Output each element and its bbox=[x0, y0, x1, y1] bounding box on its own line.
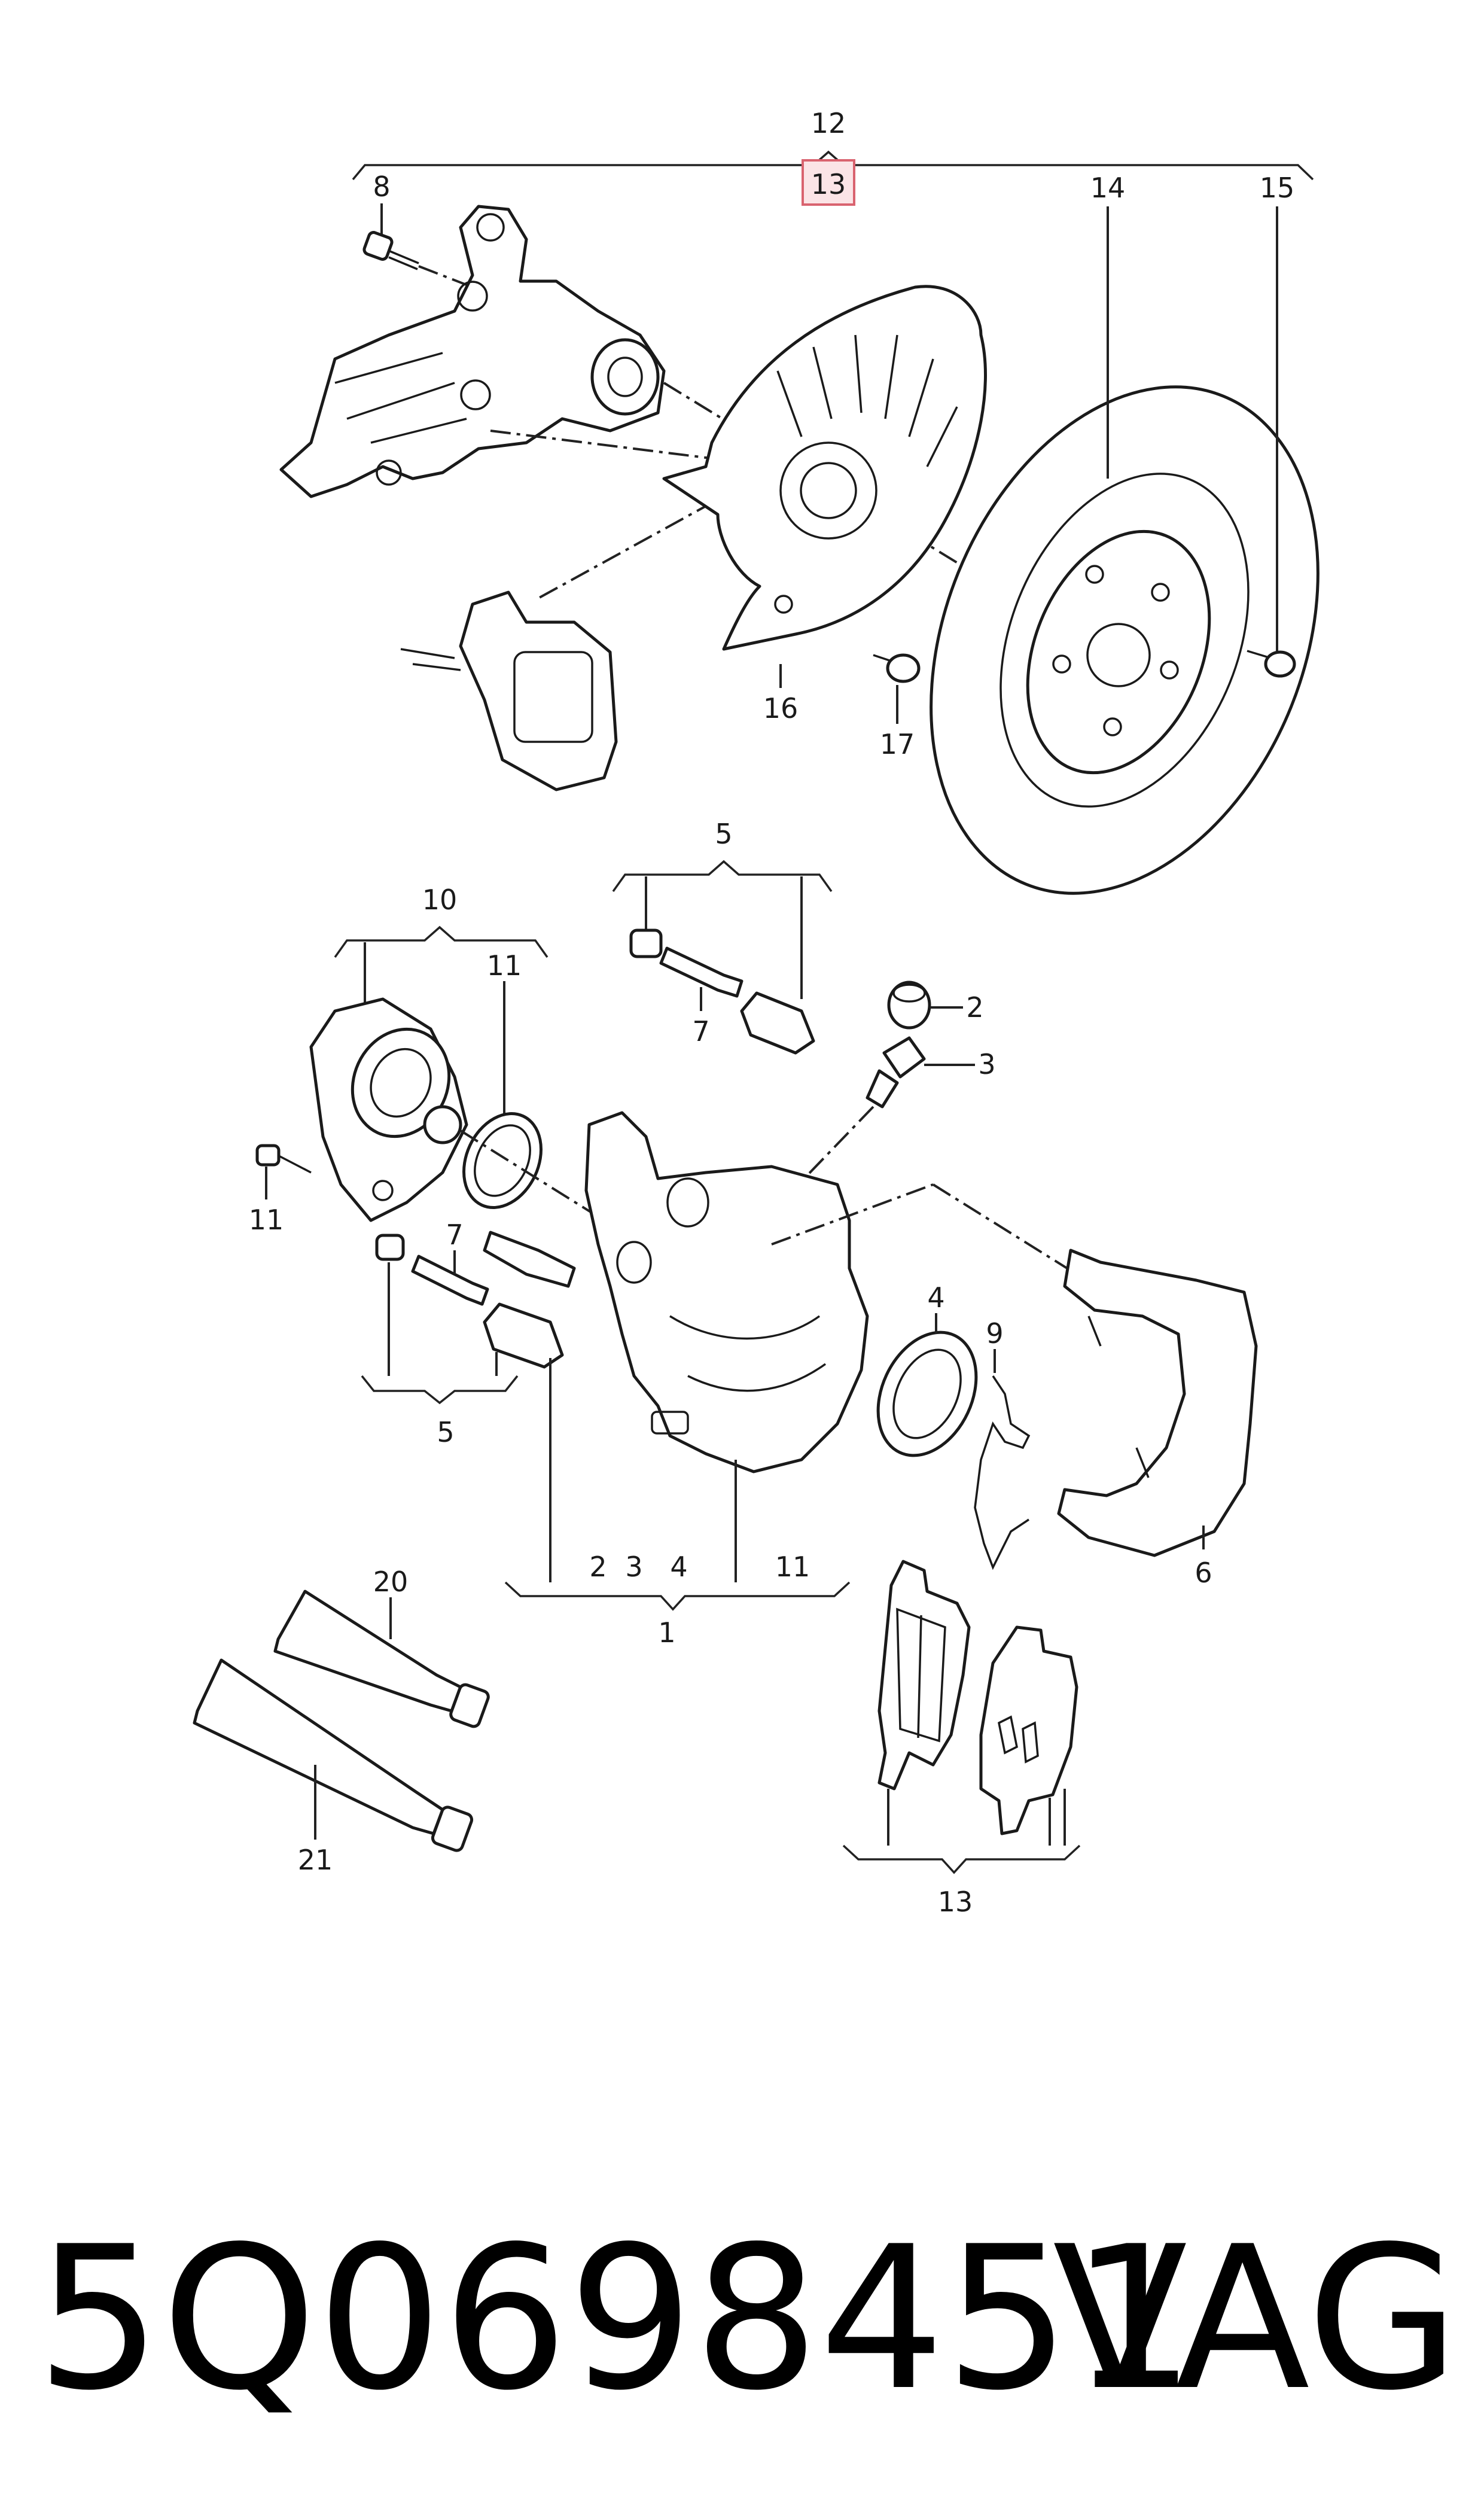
cap-2 bbox=[887, 981, 931, 1030]
brake-pad-right bbox=[979, 1625, 1078, 1835]
caliper-top-sketch bbox=[400, 590, 618, 791]
brake-pad-left bbox=[877, 1560, 971, 1791]
callout-16[interactable]: 16 bbox=[763, 692, 799, 724]
grease-tube-21 bbox=[193, 1658, 474, 1852]
callout-2[interactable]: 2 bbox=[966, 991, 983, 1024]
bolt-8 bbox=[362, 231, 419, 270]
guide-pin-7-top bbox=[659, 946, 743, 998]
callout-13-highlighted[interactable]: 13 bbox=[811, 168, 846, 200]
callout-1-list-3[interactable]: 3 bbox=[625, 1551, 642, 1583]
screw-15 bbox=[1247, 650, 1296, 678]
part-number: 5Q0698451 bbox=[36, 2204, 1196, 2434]
callout-9[interactable]: 9 bbox=[986, 1317, 1003, 1350]
callout-14[interactable]: 14 bbox=[1090, 172, 1126, 204]
callout-10[interactable]: 10 bbox=[422, 884, 458, 916]
callout-21[interactable]: 21 bbox=[298, 1844, 333, 1876]
callout-5-top[interactable]: 5 bbox=[715, 818, 732, 850]
callout-7-mid[interactable]: 7 bbox=[446, 1219, 463, 1251]
callout-8[interactable]: 8 bbox=[373, 170, 390, 203]
bracket-12 bbox=[352, 150, 1314, 181]
callout-1-list-4[interactable]: 4 bbox=[670, 1551, 687, 1583]
callout-13-bottom[interactable]: 13 bbox=[938, 1886, 973, 1918]
callout-15[interactable]: 15 bbox=[1260, 172, 1295, 204]
screw-17 bbox=[873, 653, 921, 683]
piston-seal-4 bbox=[876, 1330, 978, 1457]
bleed-screw-3 bbox=[866, 1036, 926, 1109]
callout-17[interactable]: 17 bbox=[880, 728, 915, 760]
callout-13-highlight bbox=[802, 159, 855, 206]
callout-11-left[interactable]: 11 bbox=[249, 1204, 284, 1236]
callout-12[interactable]: 12 bbox=[811, 107, 846, 139]
grease-tube-20 bbox=[273, 1590, 490, 1728]
bolt-11-left bbox=[255, 1144, 312, 1174]
splash-shield bbox=[662, 285, 987, 651]
bush-top bbox=[740, 991, 815, 1055]
retaining-spring-9 bbox=[974, 1375, 1031, 1570]
parking-brake-motor bbox=[309, 997, 468, 1222]
callout-3[interactable]: 3 bbox=[978, 1048, 995, 1080]
callout-1[interactable]: 1 bbox=[658, 1616, 675, 1649]
callout-1-list-2[interactable]: 2 bbox=[589, 1551, 607, 1583]
guide-pin-7-lower bbox=[411, 1255, 489, 1306]
wheel-carrier bbox=[279, 205, 666, 498]
callout-11-top[interactable]: 11 bbox=[487, 949, 522, 982]
o-ring-11 bbox=[462, 1112, 543, 1210]
callout-20[interactable]: 20 bbox=[373, 1566, 409, 1598]
callout-6[interactable]: 6 bbox=[1194, 1557, 1212, 1589]
bush-lower bbox=[483, 1302, 564, 1369]
callout-5-bottom[interactable]: 5 bbox=[437, 1416, 454, 1448]
bolt-lower bbox=[375, 1234, 405, 1261]
caliper-carrier-6 bbox=[1057, 1249, 1258, 1557]
callout-4[interactable]: 4 bbox=[927, 1281, 944, 1314]
brand-name: VAG bbox=[1053, 2204, 1459, 2434]
bolt-top bbox=[629, 928, 663, 958]
callout-7-top[interactable]: 7 bbox=[692, 1015, 709, 1048]
brake-disc bbox=[930, 385, 1320, 895]
brake-caliper bbox=[483, 1111, 869, 1473]
callout-1-list-11[interactable]: 11 bbox=[775, 1551, 810, 1583]
